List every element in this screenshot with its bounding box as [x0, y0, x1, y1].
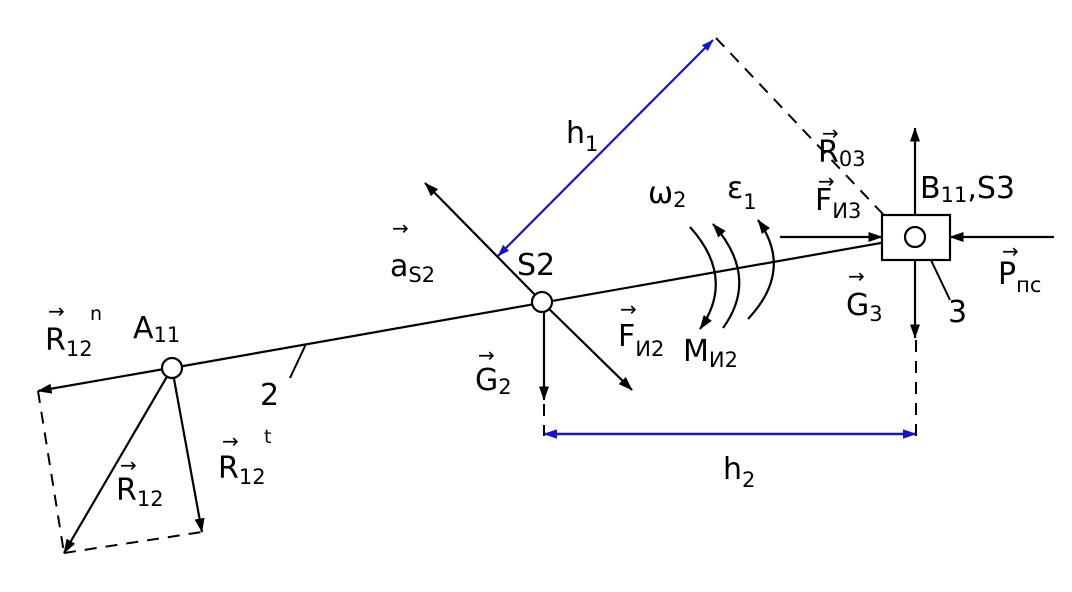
reaction-r12-vector	[63, 367, 173, 554]
label-pps: → Pпс	[998, 239, 1041, 297]
joint-b11	[903, 225, 927, 249]
reaction-rn12-vector	[37, 366, 171, 394]
svg-text:A11: A11	[133, 311, 180, 347]
label-a11: A11	[133, 311, 180, 347]
r12-parallelogram-bottom	[63, 531, 203, 554]
inertia-force-fi2-vector	[541, 301, 633, 391]
svg-text:R12: R12	[116, 473, 164, 511]
label-rt12: → t R12	[218, 426, 271, 489]
svg-text:R12: R12	[218, 451, 266, 489]
svg-text:G3: G3	[846, 288, 883, 326]
svg-text:→: →	[392, 216, 409, 240]
svg-text:FИ2: FИ2	[618, 319, 664, 361]
svg-text:B11,S3: B11,S3	[920, 171, 1015, 207]
h1-extension-line	[715, 37, 899, 231]
label-r03: → R03	[818, 121, 866, 171]
svg-text:3: 3	[948, 295, 967, 330]
svg-text:R12: R12	[45, 323, 93, 361]
svg-text:Pпс: Pпс	[998, 257, 1041, 297]
label-link-number-2: 2	[260, 378, 279, 413]
label-g2: → G2	[475, 343, 512, 399]
label-h2: h2	[723, 452, 755, 492]
svg-text:h1: h1	[566, 116, 598, 156]
label-g3: → G3	[846, 264, 883, 326]
svg-text:h2: h2	[723, 452, 755, 492]
link-2-leader	[289, 343, 307, 379]
svg-text:→: →	[620, 297, 637, 321]
svg-text:R03: R03	[818, 135, 866, 171]
svg-text:→: →	[818, 169, 835, 193]
svg-text:S2: S2	[517, 248, 555, 283]
svg-text:→: →	[48, 299, 65, 323]
joint-a11	[160, 356, 184, 380]
inertia-moment-mi2-arc	[689, 226, 717, 330]
svg-text:→: →	[848, 264, 865, 288]
svg-text:G2: G2	[475, 363, 512, 399]
svg-text:n: n	[90, 303, 102, 325]
label-r12: → R12	[116, 453, 164, 511]
epsilon1-arc	[747, 219, 775, 320]
omega2-arc	[712, 223, 741, 329]
svg-text:→: →	[1002, 239, 1019, 263]
svg-text:→: →	[478, 343, 495, 367]
label-b11-s3: B11,S3	[920, 171, 1015, 207]
svg-text:2: 2	[260, 378, 279, 413]
label-fi2: → FИ2	[618, 297, 664, 361]
label-mi2: MИ2	[683, 334, 738, 372]
label-s2: S2	[517, 248, 555, 283]
reaction-rt12-vector	[170, 367, 205, 533]
label-rn12: → n R12	[45, 299, 102, 361]
svg-text:FИ3: FИ3	[815, 183, 861, 223]
label-omega2: ω2	[648, 176, 687, 212]
slider-3-leader	[929, 257, 951, 301]
label-h1: h1	[566, 116, 598, 156]
svg-text:→: →	[222, 429, 239, 453]
svg-text:ε1: ε1	[727, 171, 757, 214]
label-as2: → aS2	[390, 216, 435, 287]
acceleration-as2-vector	[424, 182, 543, 303]
label-fi3: → FИ3	[815, 169, 861, 223]
svg-text:→: →	[822, 121, 839, 145]
svg-text:t: t	[264, 426, 271, 448]
joint-s2	[530, 290, 554, 314]
label-epsilon1: ε1	[727, 171, 757, 214]
svg-text:→: →	[120, 453, 137, 477]
svg-text:MИ2: MИ2	[683, 334, 738, 372]
h1-dimension-line	[497, 39, 714, 257]
svg-text:aS2: aS2	[390, 249, 435, 287]
svg-text:ω2: ω2	[648, 176, 687, 212]
label-slider-number-3: 3	[948, 295, 967, 330]
r12-parallelogram-left	[37, 390, 65, 554]
